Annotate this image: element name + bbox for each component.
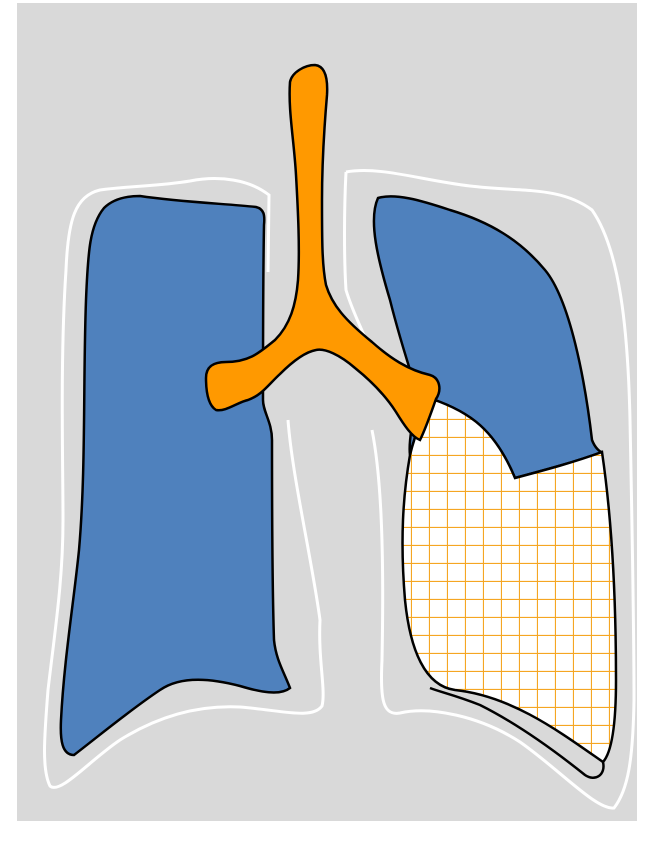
right-lung	[61, 196, 290, 755]
